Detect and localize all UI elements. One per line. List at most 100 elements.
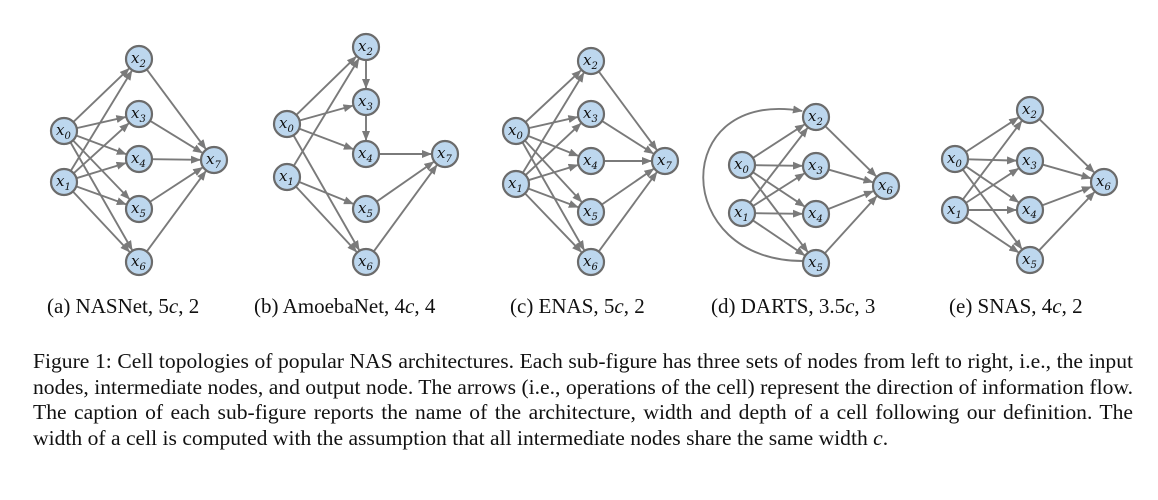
node-x0: x0 [727,150,757,180]
edge-x3-to-x7 [149,119,203,154]
edge-x3-to-x6 [1042,163,1092,180]
edge-x1-to-x2 [292,58,360,167]
graph-nasnet: x0 x1 x2 x3 x4 x5 x6 x7 [49,44,229,277]
node-x4: x4 [124,144,154,174]
node-x3: x3 [576,99,606,129]
subcaption-enas: (c) ENAS, 5c, 2 [510,294,645,318]
edge-x6-to-x7 [145,170,207,253]
node-x2: x2 [576,46,606,76]
figure-graphs: x0 x1 x2 x3 x4 x5 x6 x7 x0 x1 x2 x3 x4 x5 x6 x7 x0 x1 x2… [49,32,1119,278]
node-x6: x6 [124,247,154,277]
node-x5: x5 [801,248,831,278]
graph-darts: x0 x1 x2 x3 x4 x5 x6 [702,102,901,278]
edge-x1-to-x4 [528,163,579,182]
edge-x0-to-x2 [524,69,582,123]
node-x2: x2 [351,32,381,62]
node-x6: x6 [871,171,901,201]
edge-x0-to-x4 [75,134,127,155]
node-x5: x5 [576,197,606,227]
node-x4: x4 [576,146,606,176]
node-x1: x1 [501,169,531,199]
node-x4: x4 [801,199,831,229]
node-x3: x3 [351,87,381,117]
edge-x2-to-x7 [145,68,207,150]
edge-x6-to-x7 [597,171,658,253]
edge-x2-to-x6 [1038,118,1095,173]
edge-x1-to-x5 [527,187,579,208]
edge-x1-to-x6 [72,190,131,253]
node-x7: x7 [430,139,460,169]
subcaption-nasnet: (a) NASNet, 5c, 2 [47,294,200,318]
node-x0: x0 [49,116,79,146]
node-x2: x2 [124,44,154,74]
node-x1: x1 [727,198,757,228]
node-x3: x3 [801,151,831,181]
node-x5: x5 [351,194,381,224]
edge-x2-to-x6 [824,125,877,177]
edge-x1-to-x2 [749,127,809,204]
node-x7: x7 [650,146,680,176]
node-x3: x3 [1015,146,1045,176]
edge-x1-to-x5 [965,216,1020,254]
edge-x4-to-x7 [151,155,202,164]
edge-x1-to-x3 [524,122,582,176]
edge-x1-to-x5 [75,185,127,206]
edge-x5-to-x7 [149,166,204,203]
edge-x0-to-x4 [298,127,354,150]
edge-x1-to-x2 [69,70,133,172]
node-x6: x6 [1089,167,1119,197]
edge-x1-to-x6 [524,192,582,253]
edge-x1-to-x5 [298,181,354,205]
edge-x1-to-x5 [752,219,806,256]
edge-x1-to-x6 [295,185,358,253]
edge-x5-to-x6 [1038,191,1096,252]
node-x3: x3 [124,99,154,129]
node-x2: x2 [801,102,831,132]
edge-x0-to-x2 [72,68,130,123]
edge-x3-to-x6 [828,168,874,184]
edge-x1-to-x2 [521,72,585,174]
edge-x0-to-x4 [527,134,579,157]
edge-x3-to-x7 [601,120,655,155]
edge-x0-to-x5 [524,139,583,203]
edge-x5-to-x7 [376,161,435,203]
edge-x0-to-x6 [521,141,585,251]
edge-x1-to-x4 [754,209,804,218]
node-x1: x1 [272,162,302,192]
node-x2: x2 [1015,95,1045,125]
node-x7: x7 [199,145,229,175]
edge-x5-to-x2 [702,105,805,262]
edge-x5-to-x6 [824,195,878,255]
edge-x1-to-x3 [752,172,806,207]
figure-caption: Figure 1: Cell topologies of popular NAS… [33,349,1133,450]
node-x1: x1 [940,195,970,225]
node-x4: x4 [351,139,381,169]
node-x1: x1 [49,167,79,197]
graph-amoebanet: x0 x1 x2 x3 x4 x5 x6 x7 [272,32,460,277]
node-x6: x6 [351,247,381,277]
edge-x4-to-x6 [1041,186,1092,207]
subcaption-darts: (d) DARTS, 3.5c, 3 [711,294,876,318]
node-x0: x0 [940,144,970,174]
node-x4: x4 [1015,195,1045,225]
edge-x6-to-x7 [372,164,438,253]
edge-x0-to-x2 [295,56,357,116]
edge-x0-to-x2 [752,123,806,159]
edge-x4-to-x6 [827,190,874,211]
subcaption-amoebanet: (b) AmoebaNet, 4c, 4 [254,294,436,318]
node-x0: x0 [501,116,531,146]
edge-x2-to-x7 [597,70,658,151]
node-x6: x6 [576,247,606,277]
edge-x0-to-x4 [965,165,1020,203]
edge-x1-to-x3 [965,167,1020,204]
edge-x0-to-x2 [965,116,1020,153]
node-x0: x0 [272,109,302,139]
subcaption-snas: (e) SNAS, 4c, 2 [949,294,1083,318]
edge-x1-to-x2 [962,120,1023,201]
edge-x1-to-x3 [72,122,130,174]
graph-enas: x0 x1 x2 x3 x4 x5 x6 x7 [501,46,680,277]
edge-x5-to-x7 [601,168,655,206]
edge-x1-to-x4 [76,161,127,180]
node-x5: x5 [124,194,154,224]
